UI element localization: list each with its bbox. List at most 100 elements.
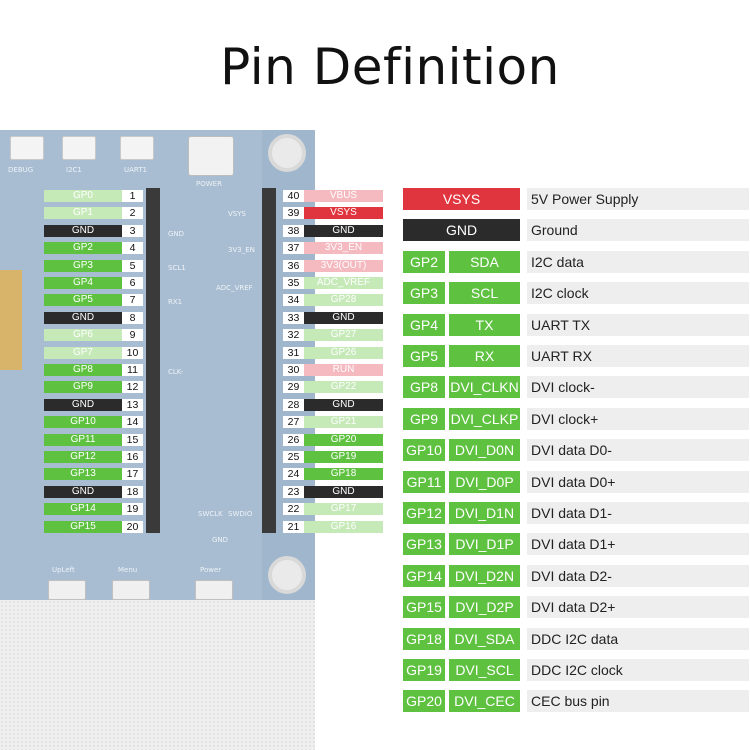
definition-pin: GP9 bbox=[403, 407, 445, 430]
uart-connector bbox=[120, 136, 154, 160]
silk-menu: Menu bbox=[118, 566, 138, 574]
silk-gnd: GND bbox=[168, 230, 185, 238]
pin-number: 11 bbox=[122, 364, 143, 376]
pin-label: ADC_VREF bbox=[304, 277, 383, 289]
pin-label: GP22 bbox=[304, 381, 383, 394]
silk-debug: DEBUG bbox=[8, 166, 34, 174]
pin-number: 25 bbox=[283, 451, 304, 463]
chip-heatsink bbox=[0, 270, 22, 370]
pin-number: 19 bbox=[122, 503, 143, 516]
definition-function: DVI_SCL bbox=[449, 659, 520, 681]
pin-label: GP17 bbox=[304, 503, 383, 516]
power-button bbox=[195, 580, 233, 600]
pin-label: GP11 bbox=[44, 433, 122, 446]
pin-label: GND bbox=[44, 224, 122, 237]
pin-number: 4 bbox=[122, 242, 143, 255]
pin-number: 3 bbox=[122, 224, 143, 237]
pin-label: GP18 bbox=[304, 468, 383, 481]
definition-description: DVI data D0- bbox=[527, 439, 749, 462]
definition-function: DVI_D0P bbox=[449, 470, 520, 493]
definition-description: DVI clock- bbox=[527, 376, 749, 399]
silk-gnd2: GND bbox=[212, 536, 229, 544]
pin-label: GP7 bbox=[44, 346, 122, 359]
pin-label: GND bbox=[44, 485, 122, 498]
pin-number: 5 bbox=[122, 259, 143, 272]
pin-label: GP8 bbox=[44, 364, 122, 376]
pin-header-right bbox=[262, 188, 276, 533]
definition-pin: GP3 bbox=[403, 282, 445, 305]
pin-number: 24 bbox=[283, 468, 304, 481]
definition-pin: VSYS bbox=[403, 188, 520, 210]
pin-number: 32 bbox=[283, 329, 304, 342]
pin-label: GP15 bbox=[44, 520, 122, 533]
pin-label: GP12 bbox=[44, 451, 122, 463]
definition-function: DVI_D1N bbox=[449, 502, 520, 524]
definition-pin: GP13 bbox=[403, 533, 445, 556]
definition-pin: GP14 bbox=[403, 564, 445, 587]
pin-number: 37 bbox=[283, 242, 304, 255]
pin-label: GP28 bbox=[304, 294, 383, 307]
silk-swclk: SWCLK bbox=[198, 510, 223, 518]
definition-pin: GP15 bbox=[403, 596, 445, 619]
definition-pin: GP2 bbox=[403, 250, 445, 273]
menu-button bbox=[112, 580, 150, 600]
pin-label: VSYS bbox=[304, 207, 383, 220]
silk-upleft: UpLeft bbox=[52, 566, 75, 574]
pin-number: 13 bbox=[122, 398, 143, 411]
pin-label: GP20 bbox=[304, 433, 383, 446]
pin-label: GP6 bbox=[44, 329, 122, 342]
definition-function: DVI_CLKN bbox=[449, 376, 520, 399]
pin-label: GP21 bbox=[304, 416, 383, 429]
silk-uart1: UART1 bbox=[124, 166, 147, 174]
i2c-connector bbox=[62, 136, 96, 160]
pin-number: 26 bbox=[283, 433, 304, 446]
definition-function: SCL bbox=[449, 282, 520, 305]
silk-scl1: SCL1 bbox=[168, 264, 186, 272]
silk-rx1: RX1 bbox=[168, 298, 183, 306]
definition-pin: GP10 bbox=[403, 439, 445, 462]
pin-number: 39 bbox=[283, 207, 304, 220]
definition-pin: GP4 bbox=[403, 313, 445, 336]
pin-number: 7 bbox=[122, 294, 143, 307]
board-base bbox=[0, 600, 315, 750]
definition-description: DDC I2C data bbox=[527, 627, 749, 650]
pin-label: GP26 bbox=[304, 346, 383, 359]
pin-number: 1 bbox=[122, 190, 143, 202]
pin-number: 18 bbox=[122, 485, 143, 498]
definition-description: UART TX bbox=[527, 313, 749, 336]
pin-label: GP4 bbox=[44, 277, 122, 289]
definition-function: DVI_CLKP bbox=[449, 407, 520, 430]
pin-number: 31 bbox=[283, 346, 304, 359]
silk-3v3en: 3V3_EN bbox=[228, 246, 255, 254]
pin-label: GP1 bbox=[44, 207, 122, 220]
mount-hole bbox=[268, 134, 306, 172]
silk-power-btn: Power bbox=[200, 566, 222, 574]
silk-clk: CLK- bbox=[168, 368, 184, 376]
definition-description: DVI data D1- bbox=[527, 502, 749, 524]
pin-label: GP2 bbox=[44, 242, 122, 255]
pin-label: GP16 bbox=[304, 520, 383, 533]
definition-function: RX bbox=[449, 345, 520, 367]
pin-label: 3V3_EN bbox=[304, 242, 383, 255]
silk-power: POWER bbox=[196, 180, 222, 188]
pin-label: RUN bbox=[304, 364, 383, 376]
definition-pin: GP11 bbox=[403, 470, 445, 493]
pin-number: 12 bbox=[122, 381, 143, 394]
pin-number: 21 bbox=[283, 520, 304, 533]
pin-label: GND bbox=[44, 398, 122, 411]
pin-label: GP19 bbox=[304, 451, 383, 463]
pin-number: 15 bbox=[122, 433, 143, 446]
definition-pin: GP19 bbox=[403, 659, 445, 681]
definition-function: DVI_D2P bbox=[449, 596, 520, 619]
pin-number: 34 bbox=[283, 294, 304, 307]
